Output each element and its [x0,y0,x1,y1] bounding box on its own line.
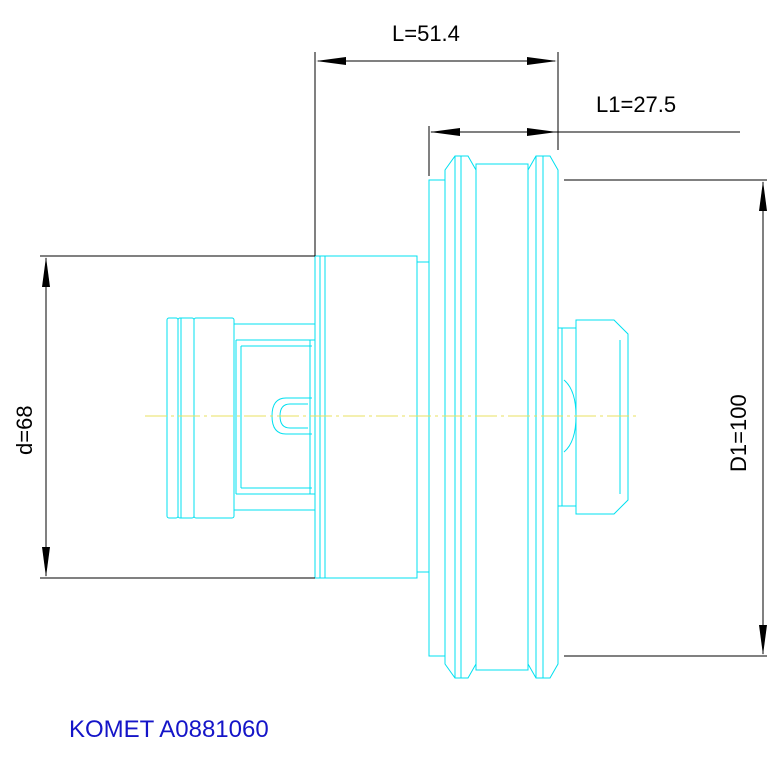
dimension-diameter-d: d=68 [12,255,315,579]
dimension-diameter-d-label: d=68 [12,405,37,455]
dimension-length-label: L=51.4 [392,21,460,46]
rear-clamp-section [166,317,315,519]
dimension-length: L=51.4 [314,21,559,256]
part-number-caption: KOMET A0881060 [69,716,269,743]
shank-section [314,255,430,579]
flange-section [428,155,559,679]
dimension-length-l1: L1=27.5 [428,92,740,176]
front-pilot-section [557,319,629,515]
dimension-length-l1-label: L1=27.5 [596,92,676,117]
part-outline [166,155,629,679]
dimension-diameter-d1: D1=100 [564,179,767,657]
dimension-diameter-d1-label: D1=100 [726,394,751,472]
